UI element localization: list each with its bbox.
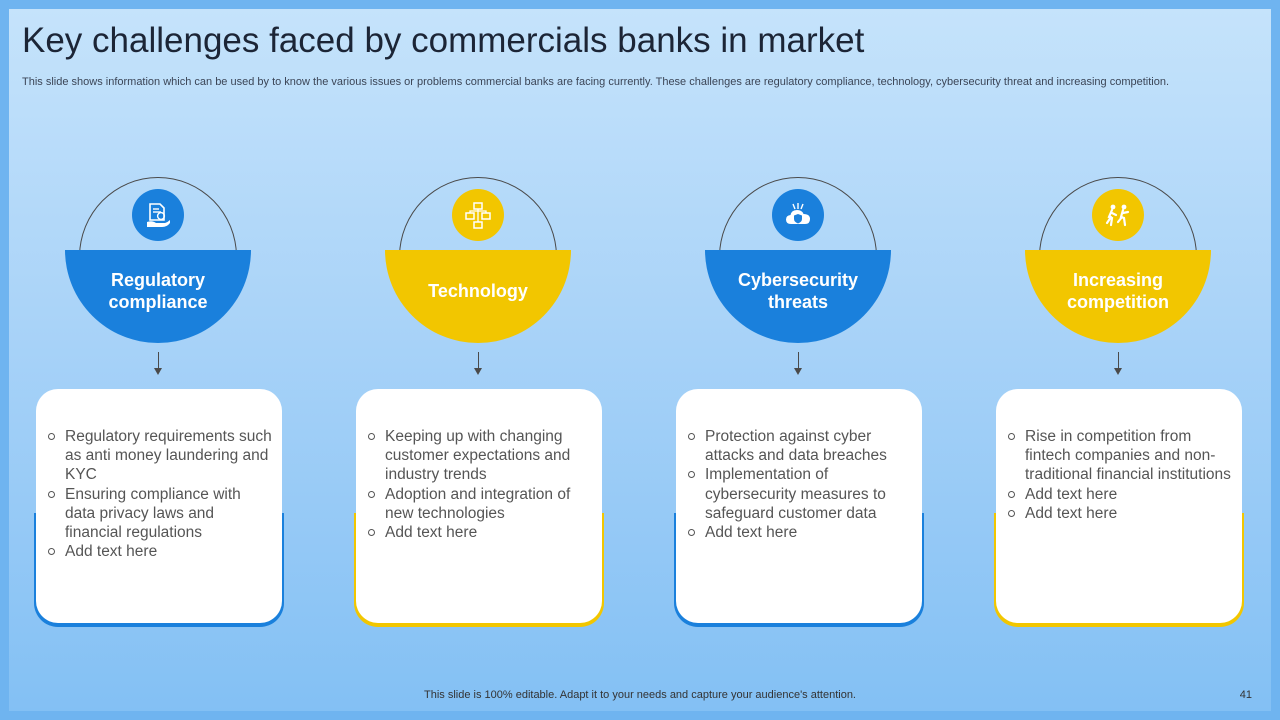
bullet-list: Protection against cyber attacks and dat… bbox=[688, 427, 913, 542]
slide-footer: This slide is 100% editable. Adapt it to… bbox=[424, 689, 856, 701]
bullet-list: Regulatory requirements such as anti mon… bbox=[48, 427, 273, 561]
list-item: Add text here bbox=[688, 523, 913, 542]
bullet-list: Keeping up with changing customer expect… bbox=[368, 427, 593, 542]
page-number: 41 bbox=[1239, 689, 1252, 701]
arrow-head bbox=[1114, 368, 1122, 375]
list-item: Rise in competition from fintech compani… bbox=[1008, 427, 1233, 485]
list-item: Implementation of cybersecurity measures… bbox=[688, 465, 913, 523]
category-label: Increasing competition bbox=[1067, 269, 1169, 312]
bullet-circle-icon bbox=[1008, 509, 1015, 517]
bullet-circle-icon bbox=[688, 471, 695, 479]
bullet-circle-icon bbox=[1008, 490, 1015, 498]
bullet-circle-icon bbox=[368, 490, 375, 498]
slide-title: Key challenges faced by commercials bank… bbox=[22, 21, 865, 60]
bullet-circle-icon bbox=[48, 548, 55, 556]
category-label: Cybersecurity threats bbox=[737, 269, 859, 312]
category-bowl: Regulatory compliance bbox=[65, 250, 251, 343]
compliance-document-icon bbox=[132, 189, 184, 241]
category-bowl: Technology bbox=[385, 250, 571, 343]
list-item: Adoption and integration of new technolo… bbox=[368, 485, 593, 523]
connector-arrow bbox=[478, 352, 479, 369]
challenge-card-regulatory: Regulatory compliance Regulatory require… bbox=[34, 177, 284, 627]
category-label: Regulatory compliance bbox=[108, 269, 208, 312]
challenge-card-cybersecurity: Cybersecurity threats Protection against… bbox=[674, 177, 924, 627]
list-item: Ensuring compliance with data privacy la… bbox=[48, 485, 273, 543]
connector-arrow bbox=[1118, 352, 1119, 369]
connector-arrow bbox=[798, 352, 799, 369]
slide: Key challenges faced by commercials bank… bbox=[9, 9, 1271, 711]
list-item: Add text here bbox=[368, 523, 593, 542]
challenge-card-competition: Increasing competition Rise in competiti… bbox=[994, 177, 1244, 627]
category-label: Technology bbox=[428, 280, 528, 301]
list-item: Add text here bbox=[1008, 485, 1233, 504]
category-bowl: Increasing competition bbox=[1025, 250, 1211, 343]
text-card: Protection against cyber attacks and dat… bbox=[676, 389, 922, 623]
bullet-circle-icon bbox=[368, 529, 375, 537]
arrow-head bbox=[474, 368, 482, 375]
bullet-circle-icon bbox=[1008, 433, 1015, 440]
text-card: Keeping up with changing customer expect… bbox=[356, 389, 602, 623]
slide-subtitle: This slide shows information which can b… bbox=[22, 76, 1170, 88]
connector-arrow bbox=[158, 352, 159, 369]
list-item: Keeping up with changing customer expect… bbox=[368, 427, 593, 485]
bullet-circle-icon bbox=[48, 433, 55, 440]
challenge-card-technology: Technology Keeping up with changing cust… bbox=[354, 177, 604, 627]
category-bowl: Cybersecurity threats bbox=[705, 250, 891, 343]
running-people-icon bbox=[1092, 189, 1144, 241]
bullet-circle-icon bbox=[688, 433, 695, 440]
text-card: Regulatory requirements such as anti mon… bbox=[36, 389, 282, 623]
text-card: Rise in competition from fintech compani… bbox=[996, 389, 1242, 623]
bullet-circle-icon bbox=[48, 490, 55, 498]
list-item: Protection against cyber attacks and dat… bbox=[688, 427, 913, 465]
bullet-circle-icon bbox=[688, 529, 695, 537]
list-item: Add text here bbox=[1008, 504, 1233, 523]
arrow-head bbox=[794, 368, 802, 375]
list-item: Add text here bbox=[48, 542, 273, 561]
list-item: Regulatory requirements such as anti mon… bbox=[48, 427, 273, 485]
network-icon bbox=[452, 189, 504, 241]
cloud-shield-icon bbox=[772, 189, 824, 241]
arrow-head bbox=[154, 368, 162, 375]
bullet-list: Rise in competition from fintech compani… bbox=[1008, 427, 1233, 523]
bullet-circle-icon bbox=[368, 433, 375, 440]
